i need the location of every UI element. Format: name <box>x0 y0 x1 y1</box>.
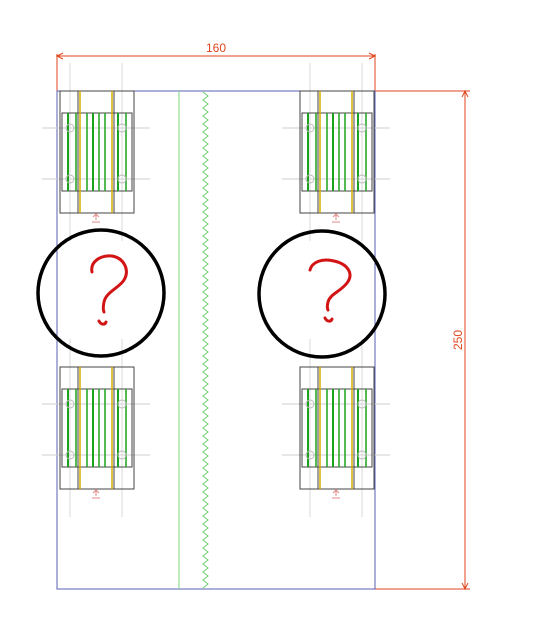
bolt-hole <box>305 450 315 460</box>
block-frame <box>61 388 133 468</box>
bolt-hole <box>117 399 127 409</box>
height-dimension-label: 250 <box>451 330 465 350</box>
bolt-hole <box>117 123 127 133</box>
bolt-hole <box>357 450 367 460</box>
width-dimension <box>55 52 377 92</box>
block-frame <box>301 112 373 192</box>
block-frame <box>77 90 115 214</box>
highlight-circle-right <box>257 229 387 359</box>
block-frame <box>317 90 355 214</box>
anchor-symbol <box>332 213 340 223</box>
block-frame <box>299 366 375 490</box>
highlight-circle-left <box>36 228 166 358</box>
bolt-hole <box>305 174 315 184</box>
anchor-symbol <box>92 489 100 499</box>
anchor-symbol <box>332 489 340 499</box>
bolt-hole <box>65 399 75 409</box>
bolt-hole <box>65 174 75 184</box>
anchor-symbol <box>92 213 100 223</box>
block-frame <box>299 90 375 214</box>
bearing-block-top-left <box>42 63 150 241</box>
block-frame <box>301 388 373 468</box>
bolt-hole <box>357 174 367 184</box>
question-mark-left <box>90 254 128 326</box>
bolt-hole <box>117 450 127 460</box>
center-rail <box>178 91 209 589</box>
bolt-hole <box>357 123 367 133</box>
width-dimension-label: 160 <box>206 41 226 55</box>
center-zigzag-line <box>202 91 209 589</box>
bolt-hole <box>117 174 127 184</box>
bearing-block-bottom-left <box>42 339 150 517</box>
block-frame <box>59 90 135 214</box>
block-frame <box>317 366 355 490</box>
bearing-block-bottom-right <box>282 339 390 517</box>
height-dimension <box>375 89 470 591</box>
question-mark-right <box>308 258 352 323</box>
bolt-hole <box>65 450 75 460</box>
bearing-block-top-right <box>282 63 390 241</box>
block-frame <box>61 112 133 192</box>
block-frame <box>59 366 135 490</box>
bolt-hole <box>305 123 315 133</box>
bolt-hole <box>305 399 315 409</box>
bolt-hole <box>65 123 75 133</box>
block-frame <box>77 366 115 490</box>
bolt-hole <box>357 399 367 409</box>
